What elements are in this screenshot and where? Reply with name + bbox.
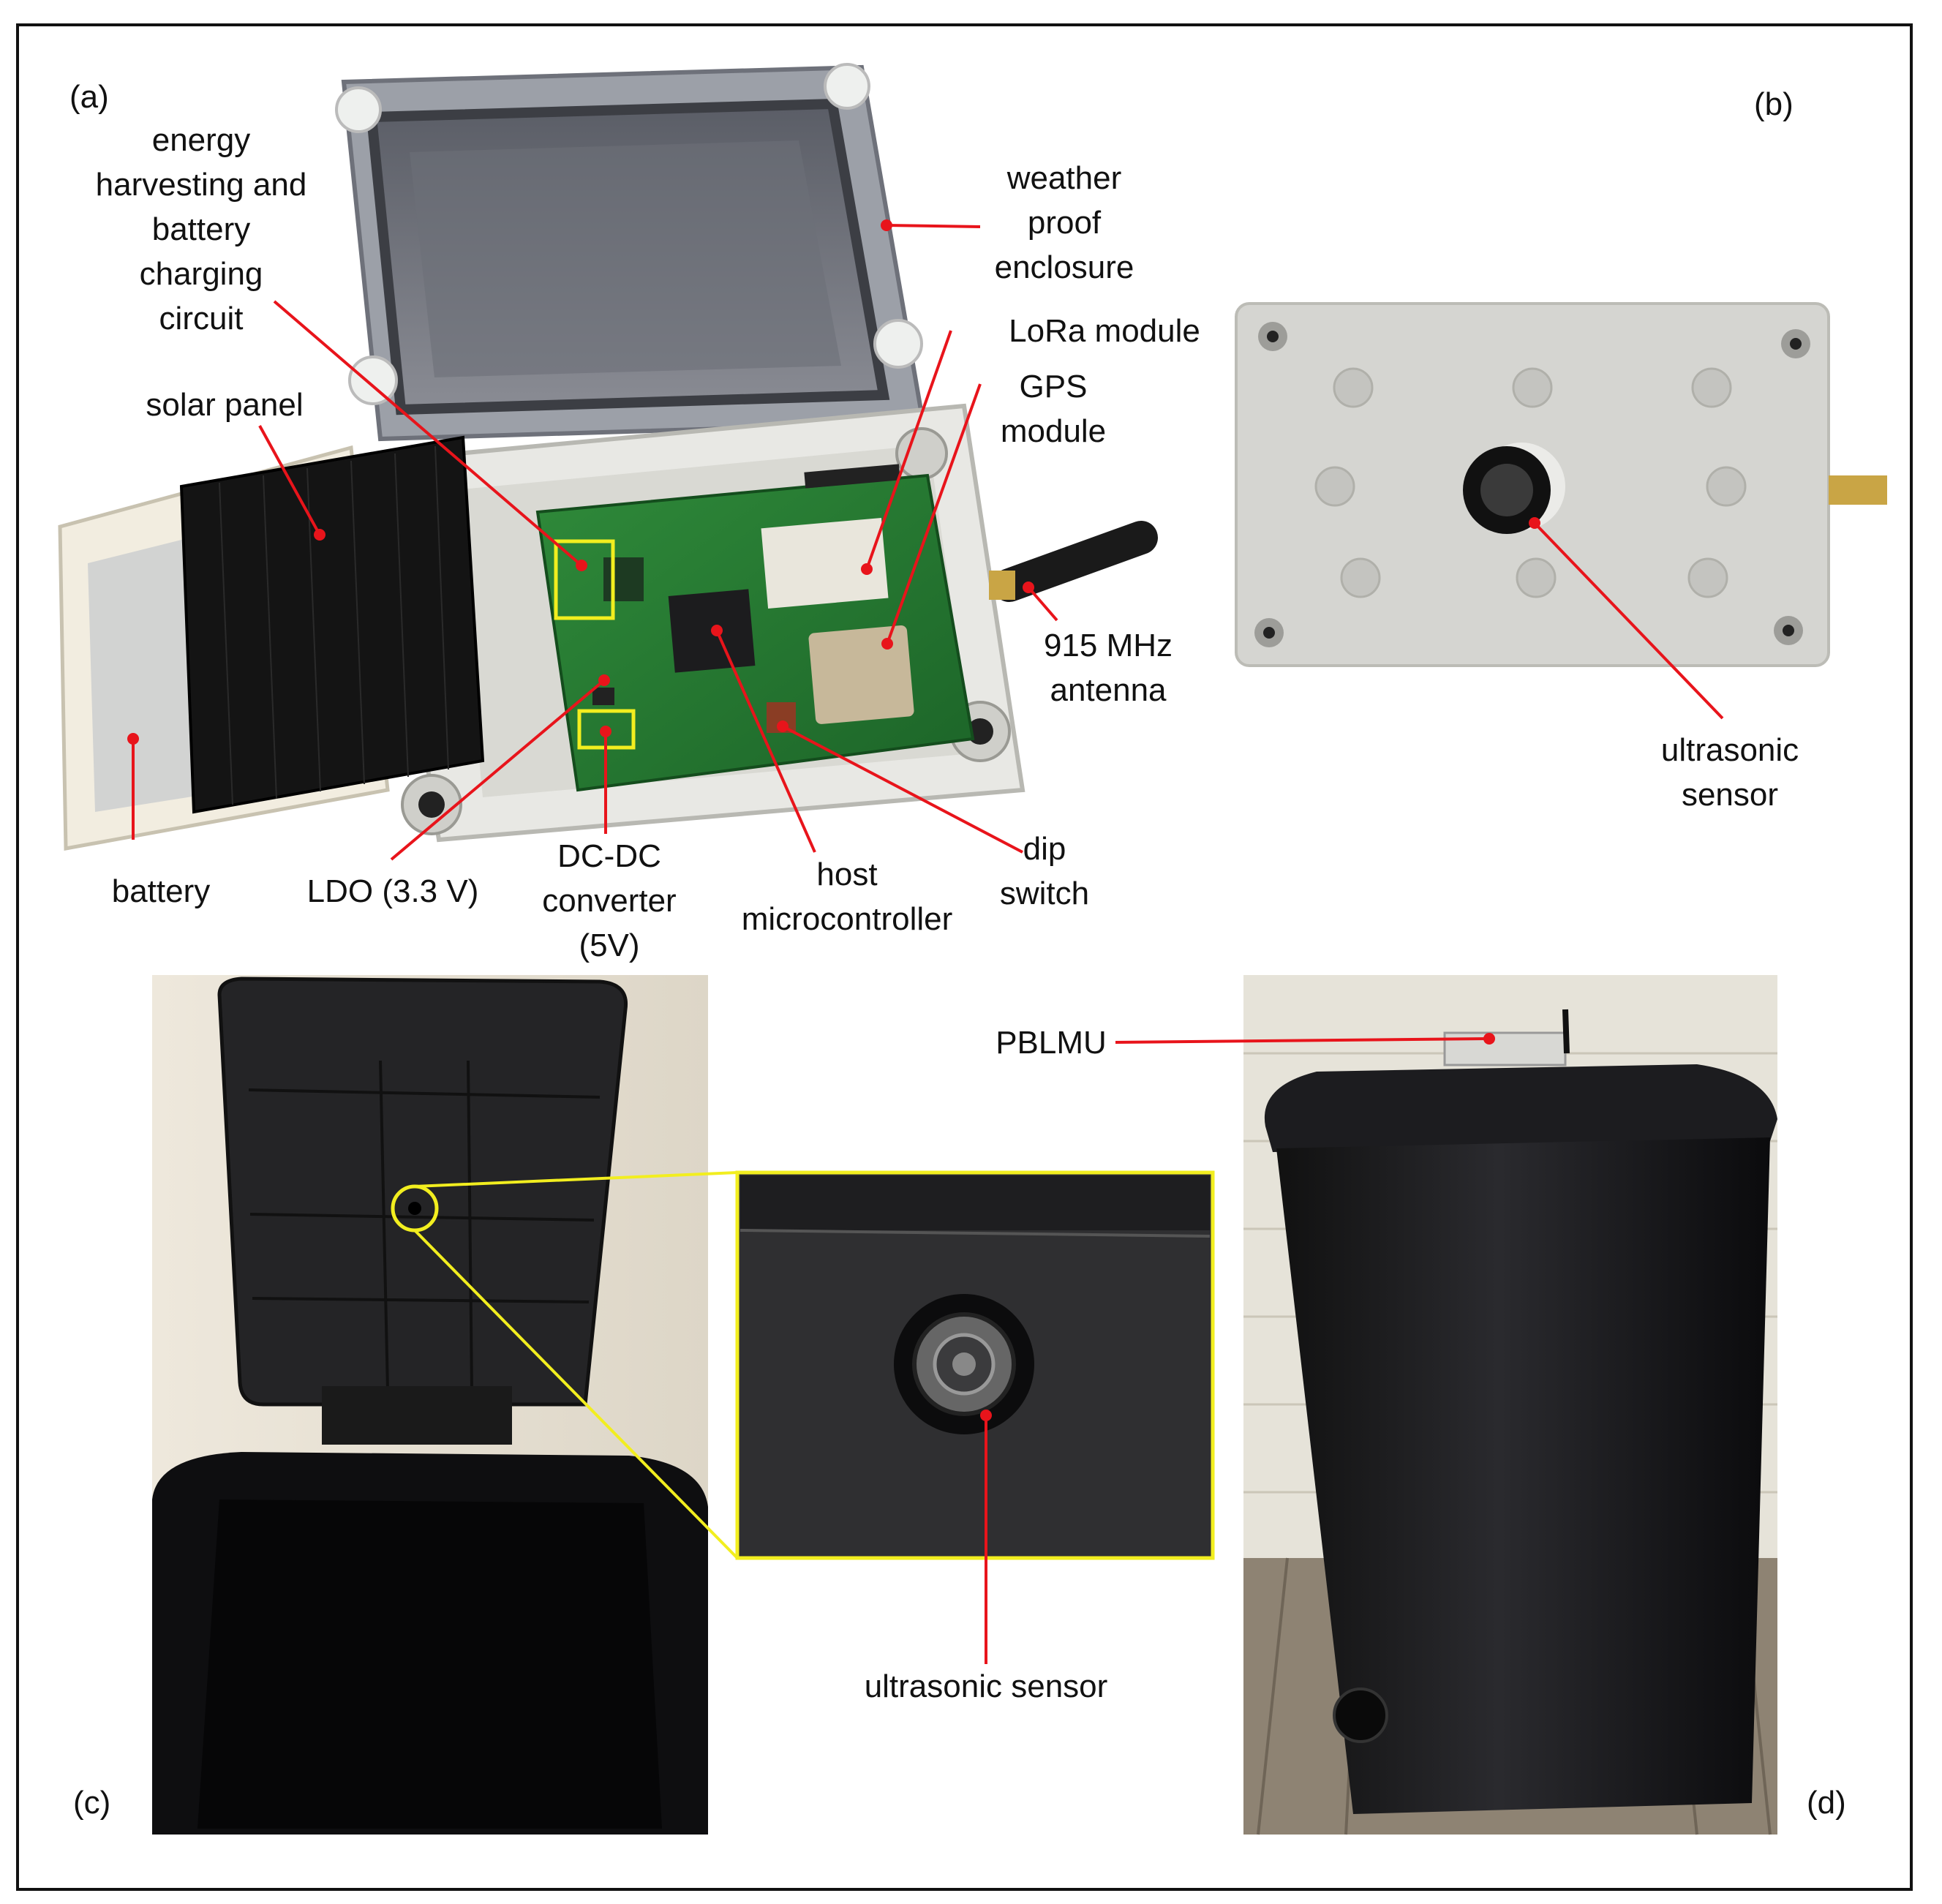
label-pblmu: PBLMU [996, 1025, 1107, 1061]
label-antenna: 915 MHz antenna [1043, 628, 1173, 708]
figure-frame [16, 23, 1913, 1891]
label-weather-proof: weather proof enclosure [994, 160, 1134, 285]
energy-harvest-highlight [554, 539, 615, 620]
lora-module-chip [761, 517, 889, 609]
pcb-board [535, 464, 975, 792]
label-dip-switch: dip switch [999, 831, 1090, 911]
label-dcdc: DC-DC converter (5V) [542, 838, 677, 963]
label-ldo: LDO (3.3 V) [306, 873, 479, 909]
antenna-part [989, 521, 1158, 602]
label-ultrasonic-c: ultrasonic sensor [864, 1668, 1108, 1704]
bin-lid-c [217, 977, 628, 1407]
label-host-mcu: host microcontroller [741, 857, 953, 937]
photo-d-closed-bin [1243, 975, 1777, 1835]
bin-body-d [1276, 1137, 1770, 1814]
solar-panel-part [179, 435, 485, 814]
zoom-inset [413, 1170, 1215, 1560]
label-battery: battery [111, 873, 211, 909]
panel-label-c: (c) [73, 1785, 111, 1821]
label-energy-harvesting: energy harvesting and battery charging c… [95, 122, 307, 336]
photo-b-enclosure-bottom [1235, 302, 1887, 667]
callout-dots [127, 219, 1540, 1421]
label-lora-module: LoRa module [1009, 313, 1200, 349]
panel-label-d: (d) [1807, 1785, 1846, 1821]
gps-module-chip [808, 625, 914, 724]
photo-c-open-bin [152, 975, 708, 1835]
callout-lines [132, 224, 1724, 1664]
panel-label-b: (b) [1754, 86, 1794, 122]
bin-lid-d [1264, 1064, 1777, 1152]
label-ultrasonic-b: ultrasonic sensor [1660, 732, 1799, 813]
enclosure-lid [335, 63, 926, 442]
panel-label-a: (a) [69, 79, 109, 115]
label-solar-panel: solar panel [146, 387, 304, 423]
label-gps-module: GPS module [1000, 369, 1107, 449]
photo-a-enclosure [58, 63, 1158, 851]
